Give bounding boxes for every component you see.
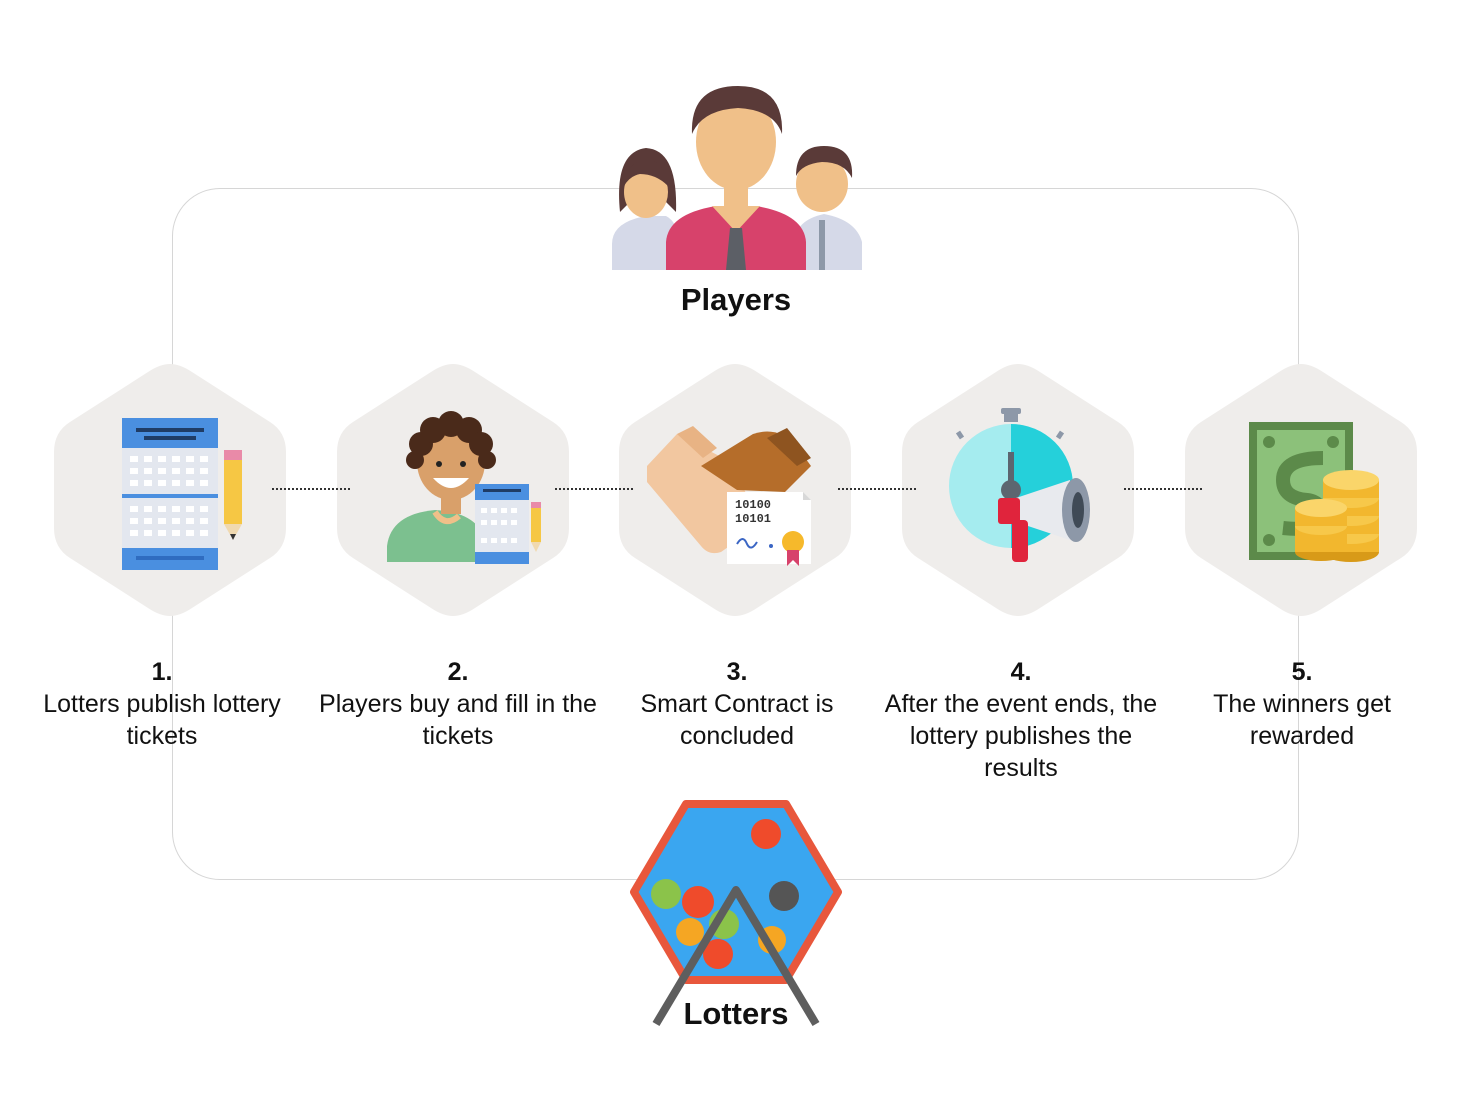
contract-digits-line-1: 10100 bbox=[735, 498, 771, 512]
contract-digits-line-2: 10101 bbox=[735, 512, 771, 526]
lottery-drum-icon bbox=[630, 800, 842, 1027]
step-5-text: The winners get rewarded bbox=[1213, 690, 1391, 750]
step-4-hexagon bbox=[900, 362, 1136, 618]
stopwatch-megaphone-icon bbox=[949, 408, 1090, 562]
connector-3-4 bbox=[838, 488, 916, 494]
step-4-number: 4. bbox=[1010, 658, 1032, 686]
step-2-number: 2. bbox=[447, 658, 469, 686]
step-4-caption: 4. After the event ends, the lottery pub… bbox=[881, 656, 1161, 784]
step-3-caption: 3. Smart Contract is concluded bbox=[597, 656, 877, 752]
step-1-text: Lotters publish lottery tickets bbox=[43, 690, 281, 750]
step-3-hexagon: 10100 10101 bbox=[617, 362, 853, 618]
step-1-number: 1. bbox=[151, 658, 173, 686]
step-5-caption: 5. The winners get rewarded bbox=[1162, 656, 1442, 752]
step-2-caption: 2. Players buy and fill in the tickets bbox=[318, 656, 598, 752]
step-3-number: 3. bbox=[726, 658, 748, 686]
lotters-label: Lotters bbox=[683, 996, 789, 1031]
connector-1-2 bbox=[272, 488, 350, 494]
step-4-text: After the event ends, the lottery publis… bbox=[884, 690, 1158, 782]
connector-2-3 bbox=[555, 488, 633, 494]
step-5-number: 5. bbox=[1291, 658, 1313, 686]
players-label: Players bbox=[680, 282, 792, 317]
handshake-contract-icon: 10100 10101 bbox=[647, 426, 811, 566]
money-coins-icon bbox=[1249, 422, 1379, 562]
step-5-hexagon bbox=[1183, 362, 1419, 618]
step-1-hexagon bbox=[52, 362, 288, 618]
lottery-ticket-icon bbox=[122, 418, 242, 570]
step-1-caption: 1. Lotters publish lottery tickets bbox=[22, 656, 302, 752]
player-with-ticket-icon bbox=[387, 411, 541, 564]
players-group-icon bbox=[612, 86, 862, 270]
step-2-text: Players buy and fill in the tickets bbox=[319, 690, 597, 750]
connector-4-5 bbox=[1124, 488, 1202, 494]
step-3-text: Smart Contract is concluded bbox=[640, 690, 834, 750]
step-2-hexagon bbox=[335, 362, 571, 618]
